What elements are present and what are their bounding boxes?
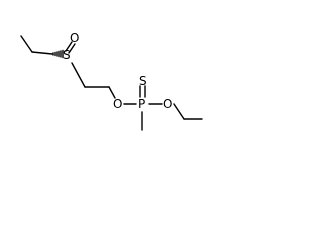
atom-label-s1: S [63,48,71,62]
bond-o3-c7 [173,103,185,120]
bond-s1-o1-double [65,41,76,54]
bond-s1-c4 [71,62,86,88]
bond-c3-s1-hashed-wedge [52,49,64,59]
bond-c5-o2 [108,86,116,99]
atom-label-o1: O [70,31,79,45]
bond-c2-c3 [31,51,53,55]
bond-p1-s2-double [139,85,146,98]
atom-label-o2: O [113,97,122,111]
molecule-structure-diagram: O S O P S O [20,31,203,131]
atom-label-o3: O [163,97,172,111]
atom-label-p1: P [138,97,145,111]
atom-label-s2: S [139,74,147,88]
bond-c1-c2 [20,35,33,53]
